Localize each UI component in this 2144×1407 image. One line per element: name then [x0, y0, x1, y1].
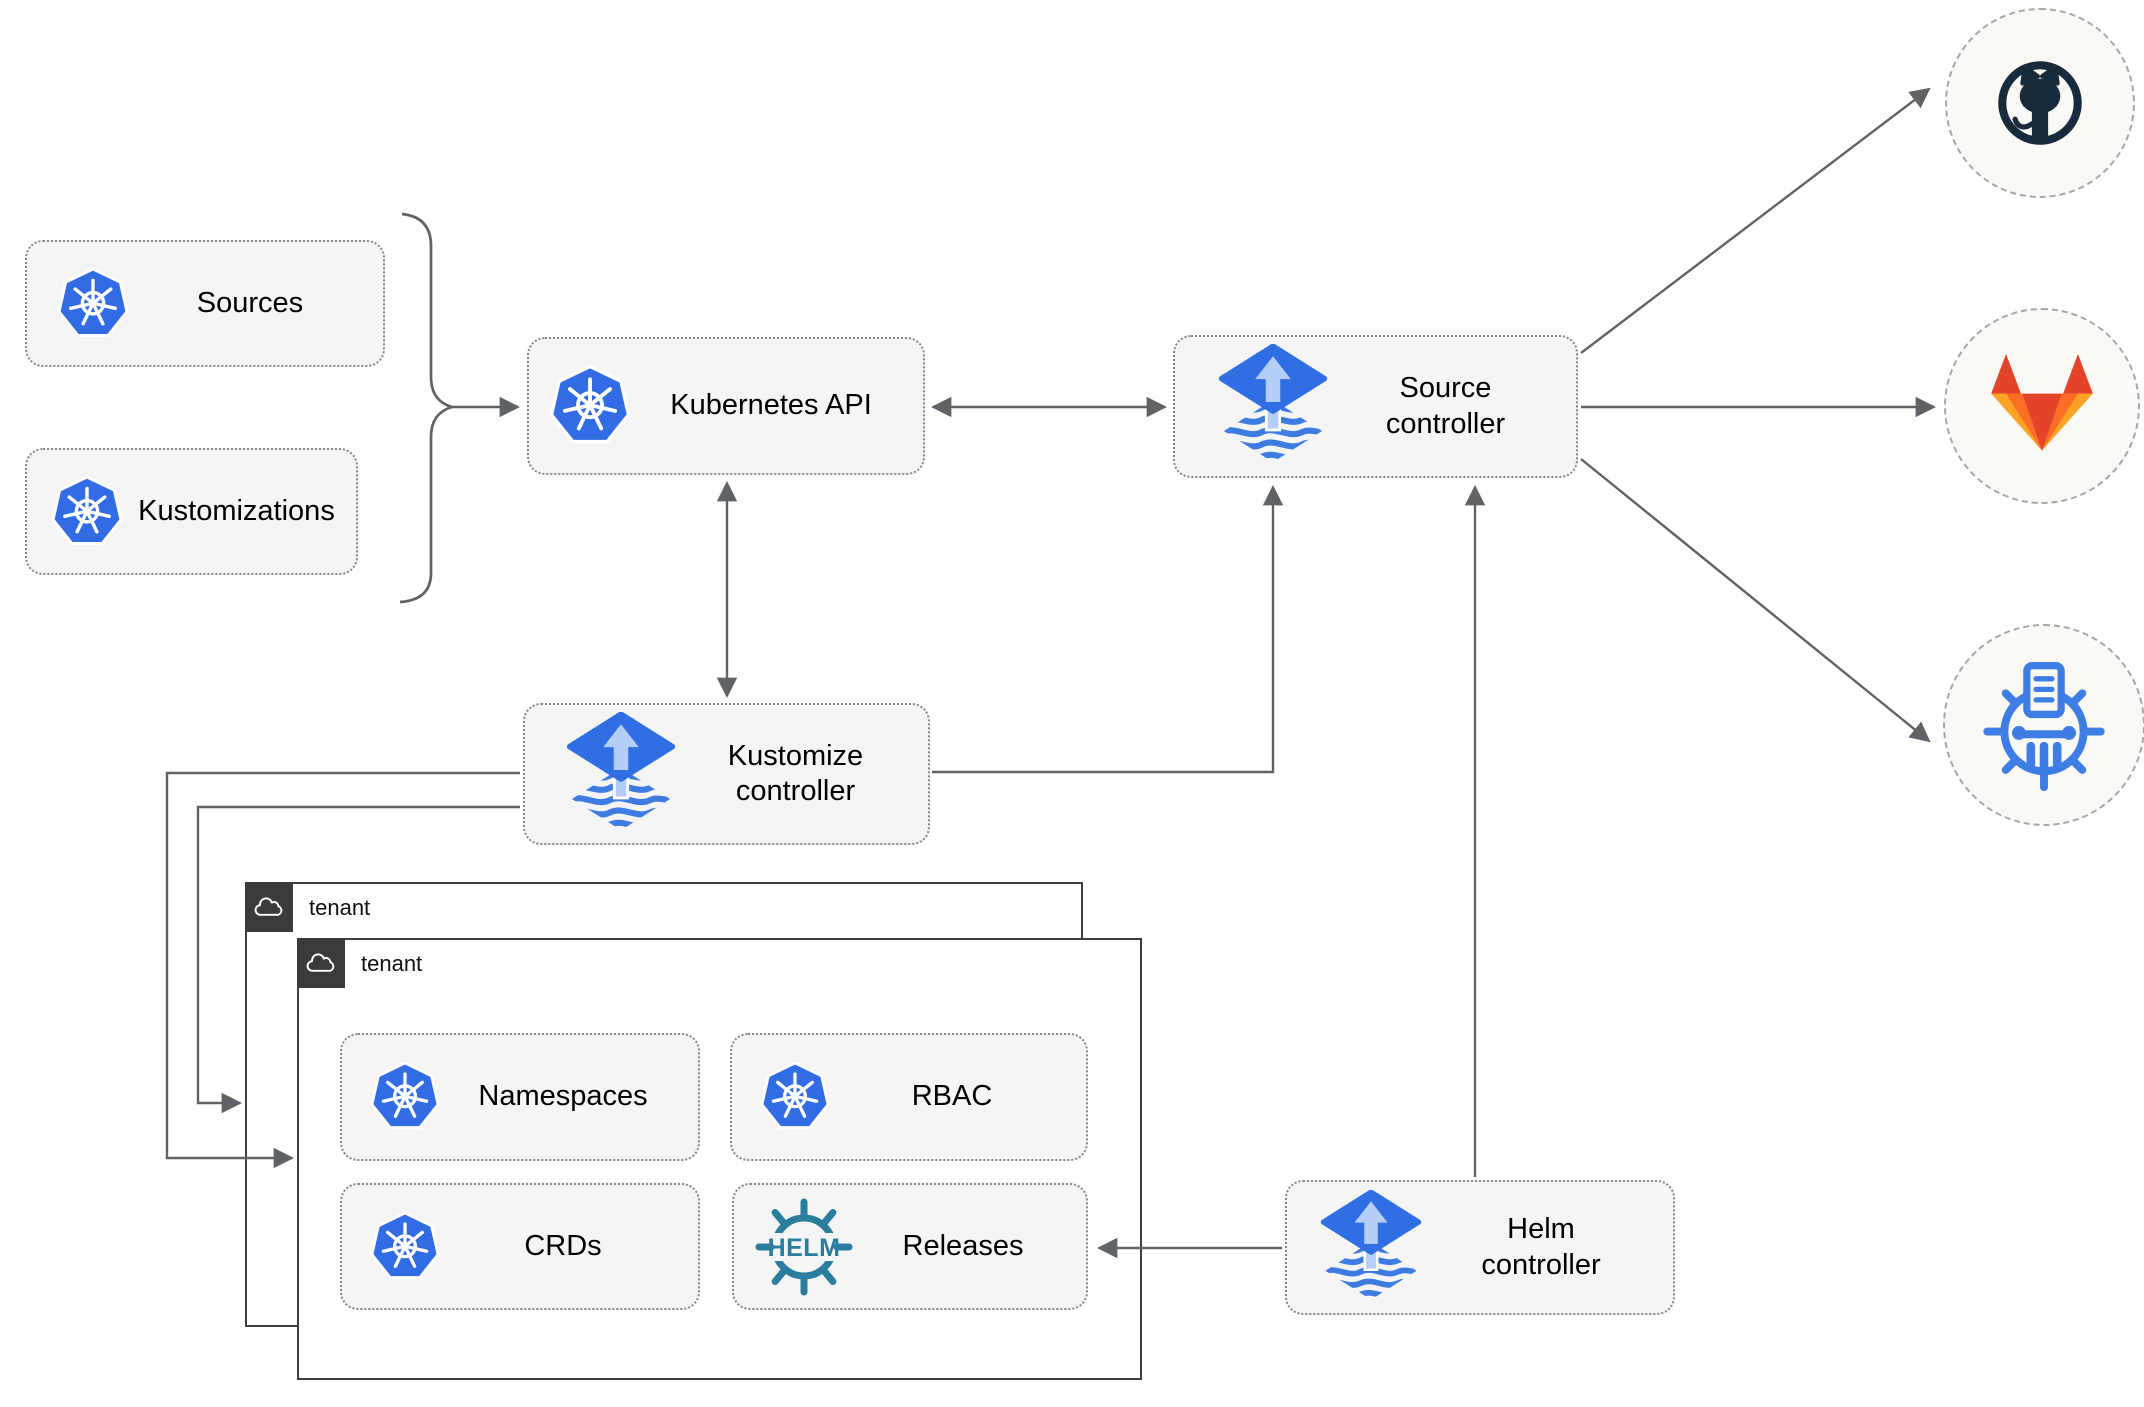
node-namespaces-label: Namespaces: [478, 1080, 648, 1113]
gitlab-icon: [1991, 353, 2093, 451]
kubernetes-icon: [55, 266, 131, 342]
node-source-controller: Source controller: [1173, 335, 1578, 478]
node-releases: HELM Releases: [732, 1183, 1088, 1310]
edge-sourcectrl-github: [1580, 87, 1931, 354]
node-kustomizations: Kustomizations: [25, 448, 358, 575]
node-sources-label: Sources: [196, 286, 304, 319]
kubernetes-icon: [547, 363, 633, 449]
kubernetes-icon: [368, 1060, 442, 1134]
group-brace: [399, 212, 457, 604]
helm-icon: HELM: [754, 1198, 854, 1295]
node-source-controller-label: Source controller: [1385, 372, 1506, 440]
flux-icon: [1319, 1190, 1423, 1306]
edge-kustomizectrl-sourcectrl: [932, 484, 1284, 774]
node-kubernetes-api: Kubernetes API: [527, 337, 925, 475]
node-crds-label: CRDs: [524, 1229, 602, 1262]
flux-icon: [565, 712, 677, 837]
helm-wordmark: HELM: [768, 1234, 841, 1262]
chartmuseum-icon: [1983, 661, 2105, 791]
tenant-back-label: tenant: [309, 895, 371, 920]
tenant-front-tab: [296, 937, 345, 988]
node-crds: CRDs: [340, 1183, 700, 1310]
kubernetes-icon: [49, 474, 125, 550]
node-namespaces: Namespaces: [340, 1033, 700, 1161]
endpoint-gitlab: [1944, 308, 2140, 504]
node-kustomizations-label: Kustomizations: [138, 494, 335, 527]
flux-icon: [1217, 344, 1329, 469]
node-kustomize-controller-label: Kustomize controller: [727, 739, 864, 807]
endpoint-chartmuseum: [1943, 624, 2144, 826]
node-releases-label: Releases: [902, 1229, 1024, 1262]
node-kubernetes-api-label: Kubernetes API: [670, 389, 872, 422]
github-icon: [1998, 61, 2082, 145]
edge-sourcectrl-chartmuseum: [1580, 458, 1931, 743]
node-helm-controller: Helm controller: [1285, 1180, 1675, 1315]
tenant-back-tab: [244, 881, 293, 932]
node-kustomize-controller: Kustomize controller: [523, 703, 930, 845]
node-sources: Sources: [25, 240, 385, 367]
kubernetes-icon: [758, 1060, 832, 1134]
cloud-icon: [305, 951, 337, 974]
node-helm-controller-label: Helm controller: [1481, 1213, 1601, 1281]
endpoint-github: [1945, 8, 2135, 198]
node-rbac: RBAC: [730, 1033, 1088, 1161]
kubernetes-icon: [368, 1210, 442, 1284]
node-rbac-label: RBAC: [911, 1080, 993, 1113]
cloud-icon: [253, 895, 285, 918]
tenant-front-label: tenant: [361, 951, 423, 976]
